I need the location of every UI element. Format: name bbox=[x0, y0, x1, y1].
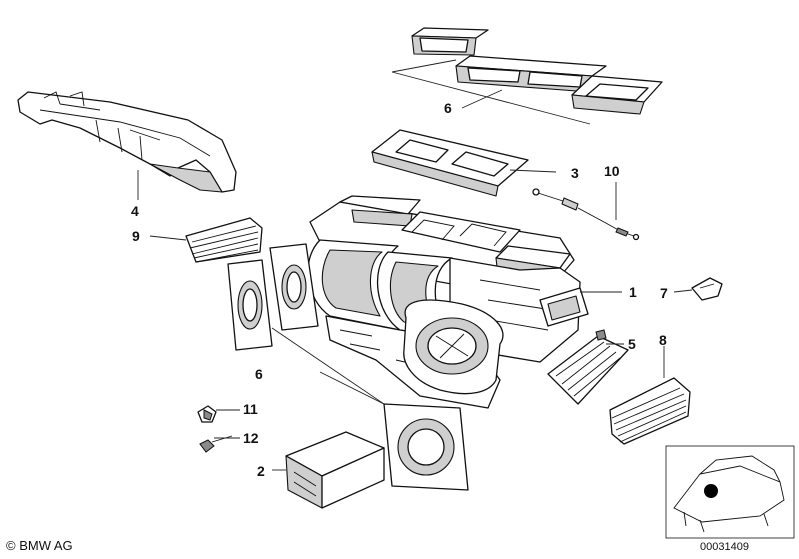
fasteners bbox=[197, 405, 240, 453]
label-part-3: 3 bbox=[571, 165, 579, 181]
filter-frames-top bbox=[391, 27, 663, 125]
label-part-8: 8 bbox=[659, 332, 667, 348]
blower-ring-front bbox=[403, 299, 504, 395]
label-part-10: 10 bbox=[604, 163, 620, 179]
car-location-thumbnail-icon bbox=[665, 445, 795, 539]
filter-element-box bbox=[272, 431, 385, 509]
label-part-2: 2 bbox=[257, 463, 265, 479]
label-part-6-top: 6 bbox=[444, 100, 452, 116]
clip bbox=[673, 277, 723, 301]
grille-small bbox=[149, 217, 263, 263]
label-part-7: 7 bbox=[660, 285, 668, 301]
label-part-9: 9 bbox=[132, 228, 140, 244]
label-part-5: 5 bbox=[628, 336, 636, 352]
grid-panel bbox=[547, 329, 629, 405]
label-part-12: 12 bbox=[243, 430, 259, 446]
grille-long bbox=[609, 346, 691, 445]
label-part-4: 4 bbox=[131, 203, 139, 219]
sensor-cable bbox=[532, 182, 640, 241]
part-number-labels: 1 2 3 4 5 6 6 7 8 9 10 11 12 bbox=[131, 100, 668, 479]
side-plates-left bbox=[227, 243, 319, 351]
catalog-number: 00031409 bbox=[700, 541, 749, 553]
blower-plate-bottom bbox=[271, 327, 469, 491]
copyright-notice: © BMW AG bbox=[6, 538, 73, 553]
label-part-11: 11 bbox=[243, 401, 258, 417]
filter-housing-cover bbox=[371, 129, 557, 197]
air-duct-upper bbox=[17, 91, 237, 200]
label-part-1: 1 bbox=[629, 284, 637, 300]
label-part-6-bottom: 6 bbox=[255, 366, 263, 382]
